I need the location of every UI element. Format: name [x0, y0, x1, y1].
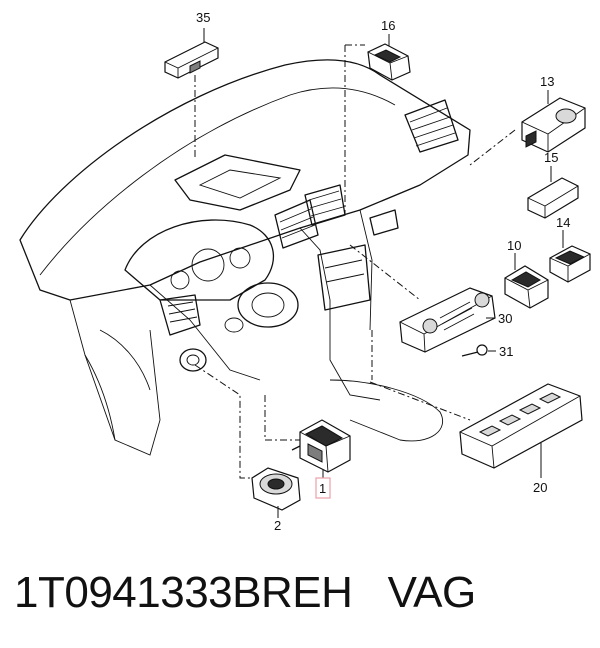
exploded-dashboard-diagram: 35 16 13 15 14 10 30 31 20 1 2 — [19, 10, 591, 533]
part-15-blank-plate — [527, 177, 579, 219]
part-10-switch — [504, 265, 549, 309]
callout-35: 35 — [196, 10, 210, 25]
callout-16: 16 — [381, 18, 395, 33]
part-1-highlight-box — [315, 477, 331, 499]
part-number-caption: 1T0941333BREH VAG — [14, 568, 476, 618]
callout-31: 31 — [499, 344, 513, 359]
part-16-switch — [367, 43, 411, 81]
part-31-screw — [461, 344, 488, 357]
brand-name: VAG — [387, 568, 477, 617]
part-number: 1T0941333BREH — [14, 568, 353, 617]
callout-20: 20 — [533, 480, 547, 495]
callout-13: 13 — [540, 74, 554, 89]
callout-2: 2 — [274, 518, 281, 533]
part-14-switch — [549, 245, 591, 283]
part-35-cover-strip — [164, 41, 219, 79]
callout-15: 15 — [544, 150, 558, 165]
callout-30: 30 — [498, 311, 512, 326]
callout-labels: 35 16 13 15 14 10 30 31 20 1 2 — [196, 10, 570, 533]
dashboard-outline — [19, 59, 471, 456]
part-13-switch — [521, 97, 586, 153]
part-1-light-switch — [291, 419, 351, 473]
callout-14: 14 — [556, 215, 570, 230]
part-30-control-panel — [399, 287, 496, 353]
leader-lines — [194, 44, 516, 479]
callout-leaders — [203, 28, 564, 518]
part-20-switch-panel — [459, 383, 583, 469]
part-2-rotary-switch — [251, 467, 301, 511]
callout-10: 10 — [507, 238, 521, 253]
callout-1: 1 — [319, 481, 326, 496]
